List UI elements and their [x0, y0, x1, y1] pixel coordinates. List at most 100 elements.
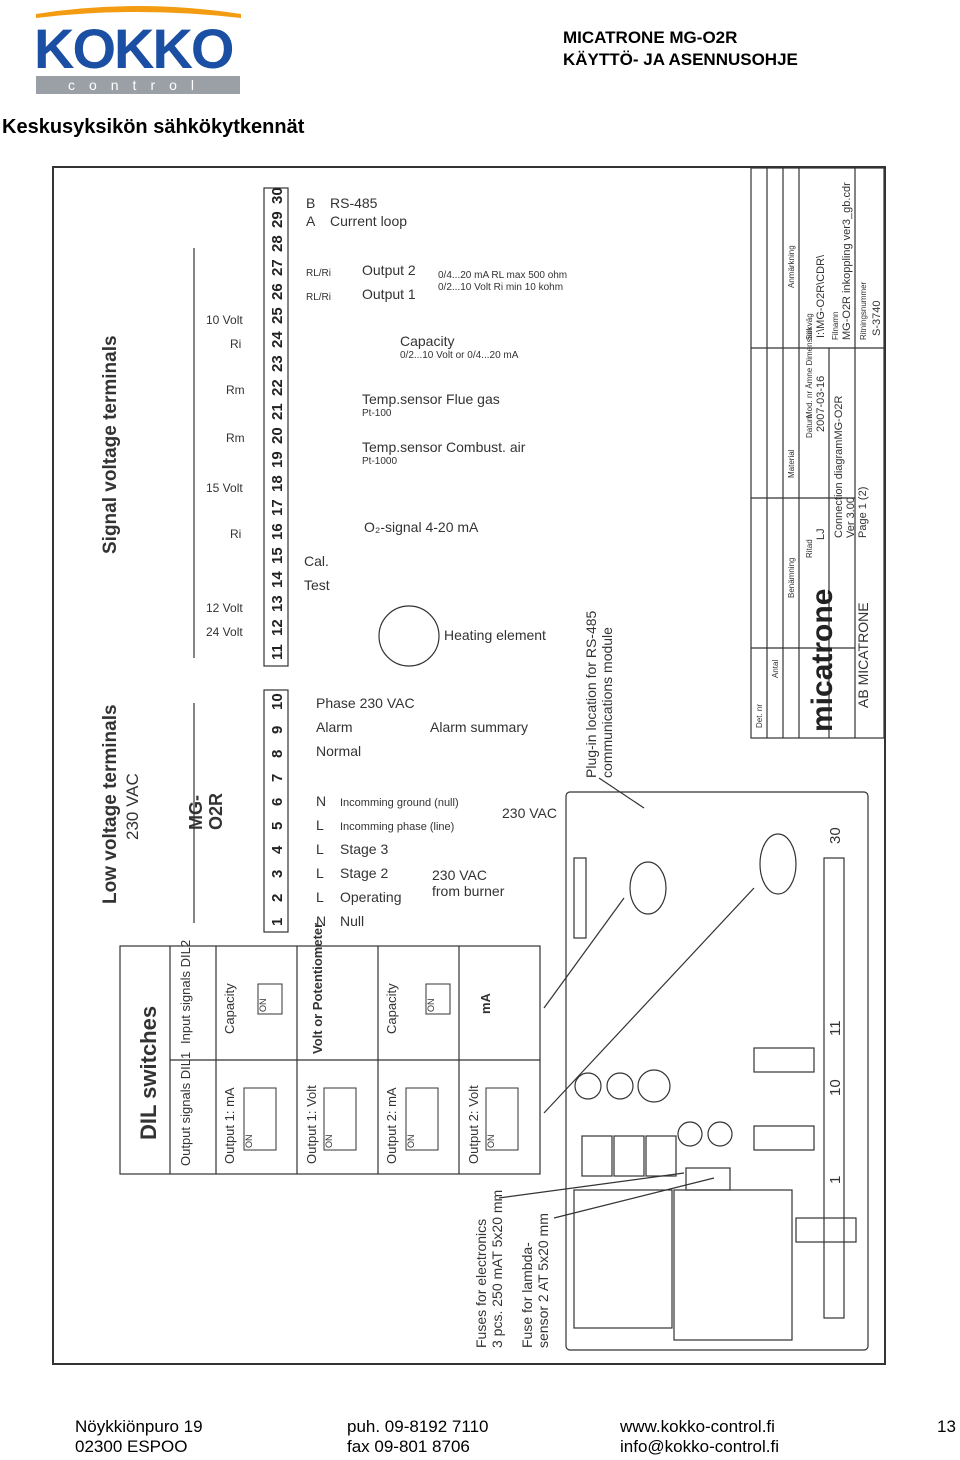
- pcb-label-11: 11: [827, 1020, 844, 1036]
- terminal-26: 26: [269, 283, 286, 300]
- tb-desc-2: Ver 3.00: [845, 497, 857, 538]
- dil1-on-1: ON: [244, 1135, 254, 1149]
- low-terminals-voltage: 230 VAC: [123, 773, 142, 840]
- label-null: Null: [340, 913, 364, 929]
- fuse-lambda-2: sensor 2 AT 5x20 mm: [535, 1213, 551, 1348]
- label-stage-2: Stage 2: [340, 865, 388, 881]
- label-from-burner-2: from burner: [432, 883, 505, 899]
- label-output-2: Output 2: [362, 262, 416, 278]
- label-plugin-1: Plug-in location for RS-485: [583, 610, 599, 778]
- dil-row-ma: mA: [478, 992, 493, 1014]
- label-phase: Phase 230 VAC: [316, 695, 415, 711]
- label-n-null: N: [316, 913, 326, 929]
- tb-desc-3: Page 1 (2): [857, 487, 869, 538]
- logo-sub: control: [68, 77, 208, 93]
- footer-phone: puh. 09-8192 7110 fax 09-801 8706: [347, 1417, 488, 1457]
- terminal-21: 21: [269, 403, 286, 420]
- label-pt100: Pt-100: [362, 408, 392, 419]
- dil1-on-4: ON: [486, 1135, 496, 1149]
- label-a: A: [306, 213, 316, 229]
- document-title-line2: KÄYTTÖ- JA ASENNUSOHJE: [563, 50, 798, 69]
- label-temp-flue: Temp.sensor Flue gas: [362, 391, 500, 407]
- low-terminals-title: Low voltage terminals: [100, 704, 121, 904]
- tb-datum-value: 2007-03-16: [815, 376, 827, 432]
- dil1-on-2: ON: [324, 1135, 334, 1149]
- label-out-spec-1: 0/4...20 mA RL max 500 ohm: [438, 270, 567, 281]
- tb-ritad: Ritad: [805, 539, 814, 558]
- pcb-transformer-1: [573, 1189, 673, 1329]
- label-l-phase: L: [316, 817, 324, 833]
- label-230vac: 230 VAC: [502, 805, 557, 821]
- dil-switches-title: DIL switches: [136, 1006, 161, 1140]
- terminal-20: 20: [269, 427, 286, 444]
- tb-col-mod: Mod. nr Ämne Dimension: [805, 328, 814, 418]
- tb-ritn: Ritningsnummer: [859, 281, 868, 340]
- tb-sokvag: Sökväg: [805, 313, 814, 340]
- footer-website-link[interactable]: www.kokko-control.fi: [620, 1417, 775, 1436]
- label-rm-1: Rm: [226, 383, 245, 397]
- dil1-switch-out1-volt: [323, 1087, 357, 1151]
- footer-address: Nöykkiönpuro 19 02300 ESPOO: [75, 1417, 203, 1457]
- document-title: MICATRONE MG-O2R KÄYTTÖ- JA ASENNUSOHJE: [563, 27, 798, 71]
- tb-desc-1: Connection diagramMG-O2R: [833, 395, 845, 538]
- label-l-stage3: L: [316, 841, 324, 857]
- pcb-transformer-2: [673, 1189, 793, 1341]
- label-ri-bottom: Ri: [230, 527, 241, 541]
- dil1-switch-out1-ma: [243, 1087, 277, 1151]
- dil2-switch-ma: [425, 983, 451, 1015]
- terminal-10: 10: [269, 693, 286, 710]
- terminal-15: 15: [269, 547, 286, 564]
- arrow-dil1: [543, 887, 755, 1114]
- label-n-ground: N: [316, 793, 326, 809]
- page-number: 13: [937, 1417, 956, 1436]
- terminal-3: 3: [269, 870, 286, 878]
- label-b: B: [306, 195, 315, 211]
- label-o2-signal: O₂-signal 4-20 mA: [364, 519, 479, 535]
- terminal-29: 29: [269, 211, 286, 228]
- signal-terminal-strip: [263, 187, 289, 667]
- terminal-9: 9: [269, 726, 286, 734]
- unit-label-2: O2R: [206, 793, 226, 830]
- kokko-logo: KOKKO control: [34, 4, 242, 96]
- footer-email-link[interactable]: info@kokko-control.fi: [620, 1437, 779, 1456]
- terminal-12: 12: [269, 619, 286, 636]
- tb-datum: Datum: [805, 414, 814, 438]
- tb-filnamn: Filnamn: [831, 312, 840, 340]
- fuse-electronics-1: Fuses for electronics: [473, 1219, 489, 1348]
- tb-ritad-value: LJ: [815, 528, 827, 540]
- terminal-1: 1: [269, 918, 286, 926]
- dil1-switch-out2-volt: [485, 1087, 519, 1151]
- label-current-loop: Current loop: [330, 213, 407, 229]
- terminal-27: 27: [269, 259, 286, 276]
- terminal-22: 22: [269, 379, 286, 396]
- terminal-30: 30: [269, 187, 286, 204]
- footer-web: www.kokko-control.fi info@kokko-control.…: [620, 1417, 779, 1457]
- tb-col-material: Material: [787, 449, 796, 478]
- dil-row-out2-volt: Output 2: Volt: [466, 1085, 481, 1164]
- dil2-on-2: ON: [426, 999, 436, 1013]
- dil-row-out1-ma: Output 1: mA: [222, 1087, 237, 1164]
- terminal-16: 16: [269, 523, 286, 540]
- tb-col-det: Det. nr: [755, 704, 764, 728]
- terminal-23: 23: [269, 355, 286, 372]
- footer-phone-line: puh. 09-8192 7110: [347, 1417, 489, 1436]
- dil-output-signals: Output signals DIL1: [178, 1052, 193, 1166]
- pcb-label-30: 30: [827, 827, 844, 844]
- fuse-electronics-2: 3 pcs. 250 mAT 5x20 mm: [489, 1190, 505, 1348]
- label-12-volt: 12 Volt: [206, 601, 243, 615]
- footer-address-line1: Nöykkiönpuro 19: [75, 1417, 203, 1436]
- label-ri-top: Ri: [230, 337, 241, 351]
- tb-col-benamning: Benämning: [787, 558, 796, 598]
- section-title: Keskusyksikön sähkökytkennät: [2, 116, 305, 138]
- terminal-11: 11: [269, 644, 286, 660]
- terminal-5: 5: [269, 822, 286, 830]
- arrow-dil2: [543, 897, 625, 1009]
- document-title-line1: MICATRONE MG-O2R: [563, 28, 738, 47]
- label-incoming-phase: Incomming phase (line): [340, 821, 454, 833]
- label-24-volt: 24 Volt: [206, 625, 243, 639]
- label-stage-3: Stage 3: [340, 841, 388, 857]
- dil2-on-1: ON: [258, 999, 268, 1013]
- dil-row-capacity-2: Capacity: [384, 983, 399, 1034]
- pcb-label-1: 1: [827, 1176, 844, 1184]
- label-temp-comb: Temp.sensor Combust. air: [362, 439, 526, 455]
